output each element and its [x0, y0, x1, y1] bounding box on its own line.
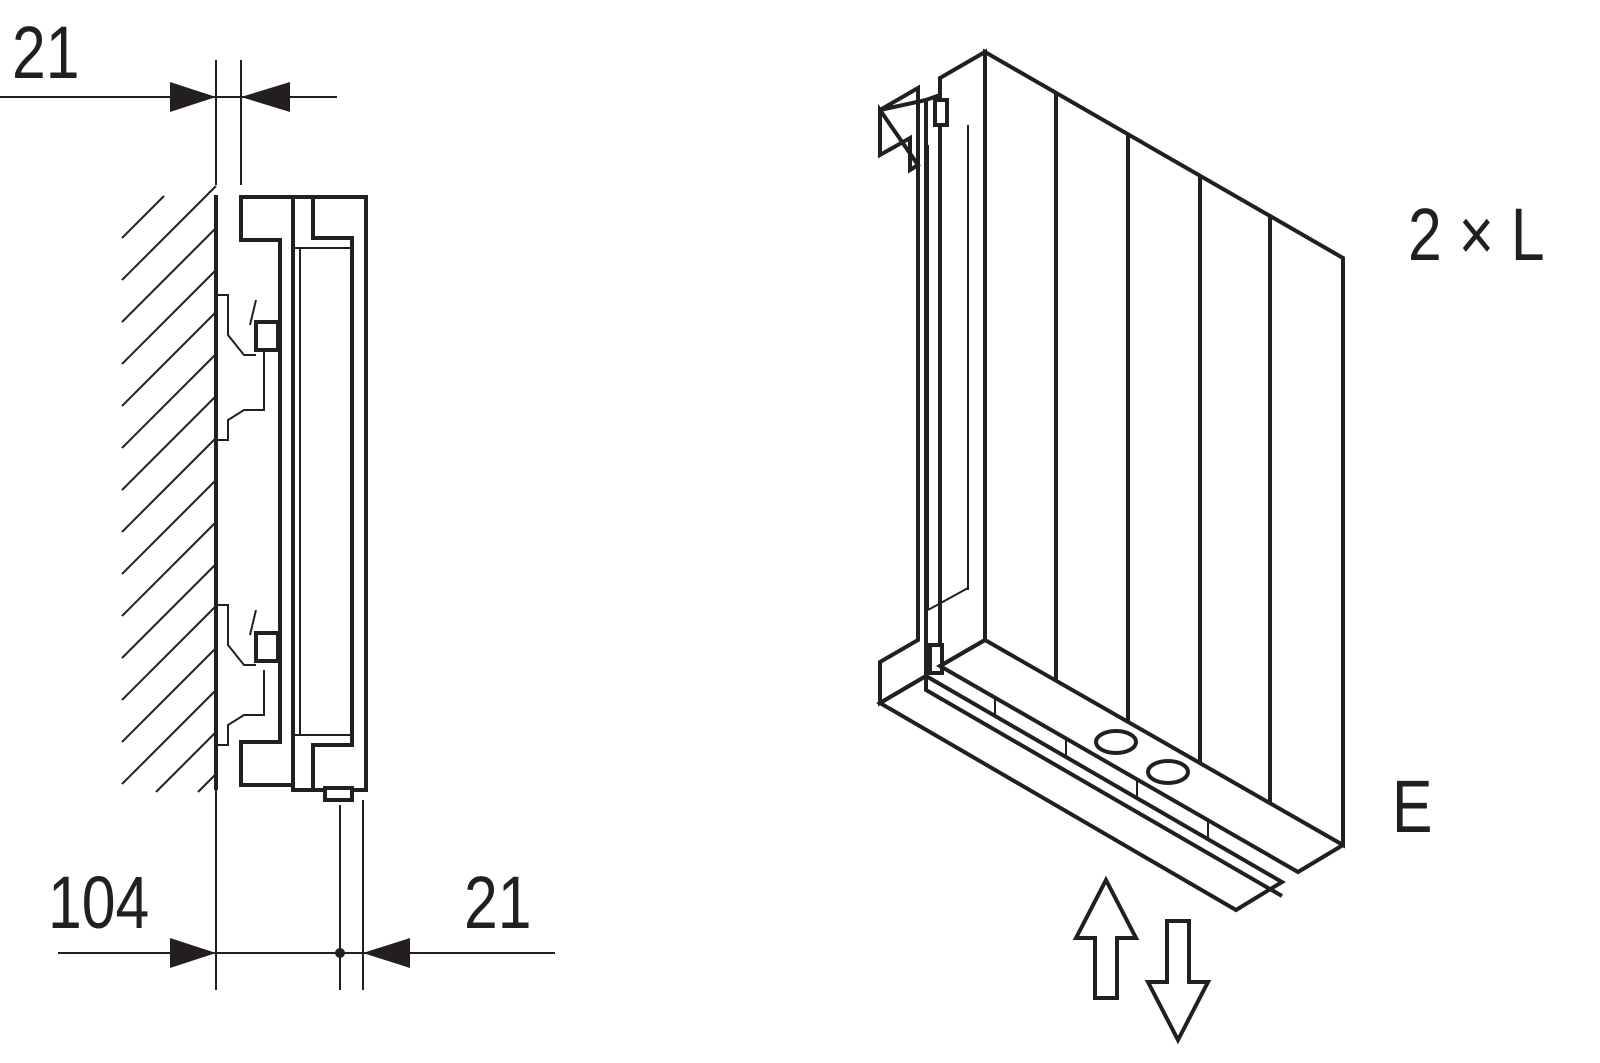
bottom-left-dimension-label: 104	[48, 861, 150, 944]
flow-up-arrow-icon	[1072, 875, 1140, 1000]
wall-hatching	[121, 185, 217, 793]
radiator-side	[291, 195, 368, 802]
connection-port-1	[1094, 729, 1138, 755]
wall-bracket	[216, 195, 295, 787]
quantity-label: 2 × L	[1408, 193, 1545, 276]
connection-port-2	[1146, 759, 1190, 785]
top-dimension	[0, 60, 337, 185]
bottom-dimension	[58, 790, 555, 990]
radiator-isometric	[876, 48, 1345, 913]
flow-down-arrow-icon	[1144, 919, 1212, 1045]
bottom-right-dimension-label: 21	[464, 861, 532, 944]
top-dimension-label: 21	[12, 11, 80, 94]
connection-label: E	[1392, 765, 1433, 848]
